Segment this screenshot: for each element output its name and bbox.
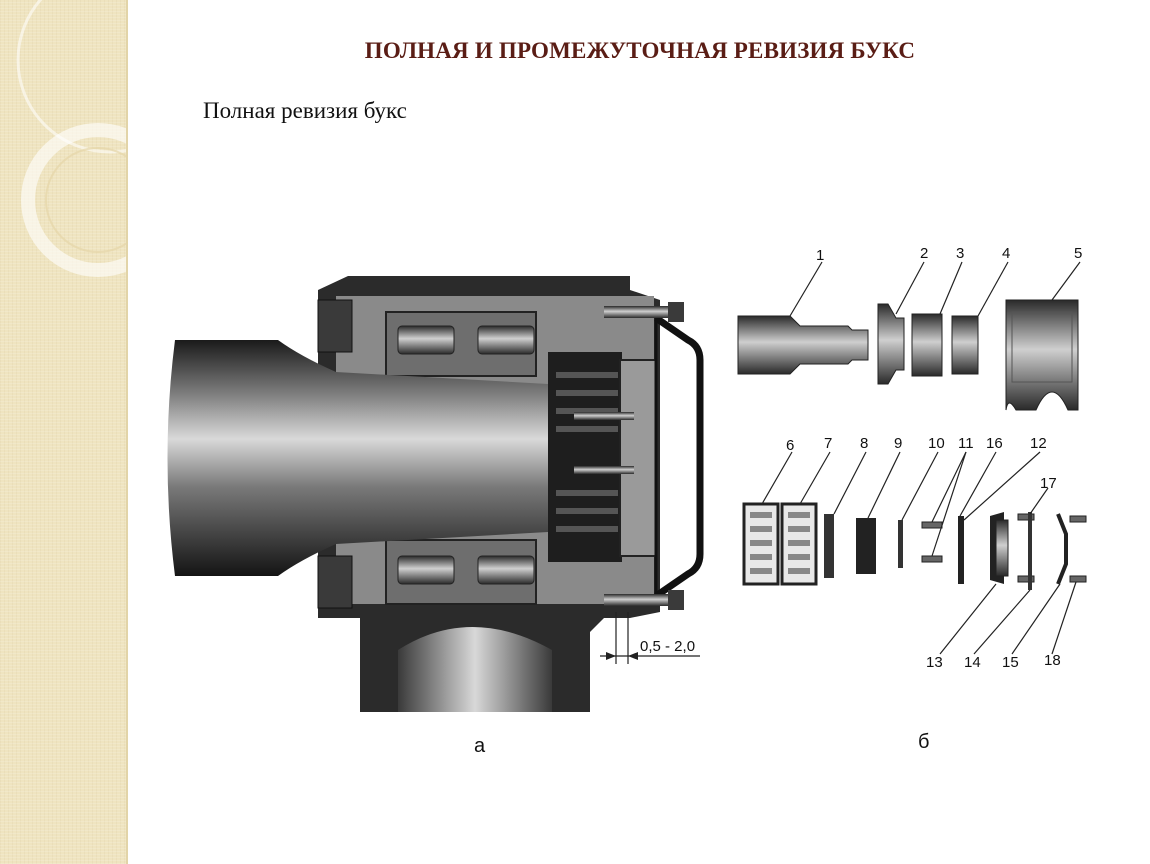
page-title: ПОЛНАЯ И ПРОМЕЖУТОЧНАЯ РЕВИЗИЯ БУКС — [364, 38, 916, 63]
roller-bottom-2 — [477, 555, 535, 585]
end-plate — [619, 359, 657, 557]
roller-top-1 — [397, 325, 455, 355]
part-3-ring — [911, 313, 943, 377]
part-18-bolts — [1069, 515, 1087, 583]
part-number: 7 — [824, 435, 832, 452]
end-plate-bolt-2 — [574, 466, 634, 474]
part-4-ring — [951, 315, 979, 375]
front-cover — [654, 315, 704, 599]
caption-a: а — [474, 735, 486, 757]
caption-b: б — [918, 731, 929, 753]
labyrinth-top — [317, 299, 353, 353]
end-plate-bolt-1 — [574, 412, 634, 420]
part-number: 4 — [1002, 245, 1010, 262]
part-number: 5 — [1074, 245, 1082, 262]
housing-pedestal — [398, 627, 552, 712]
part-number: 11 — [958, 435, 974, 452]
part-number: 13 — [926, 654, 943, 671]
part-7-rollers — [788, 512, 810, 574]
labyrinth-bottom — [317, 555, 353, 609]
leader-lines — [761, 261, 1081, 655]
cover-bolt-bottom — [604, 594, 668, 606]
part-1-journal — [737, 315, 869, 375]
part-number: 1 — [816, 247, 824, 264]
part-number: 18 — [1044, 652, 1061, 669]
part-number: 8 — [860, 435, 868, 452]
part-6-rollers — [750, 512, 772, 574]
roller-top-2 — [477, 325, 535, 355]
part-number: 14 — [964, 654, 981, 671]
part-8-ring — [824, 514, 834, 578]
dim-arrow-left — [606, 652, 616, 660]
part-number: 10 — [928, 435, 945, 452]
part-number: 12 — [1030, 435, 1047, 452]
part-number: 17 — [1040, 475, 1057, 492]
nut-thread — [556, 372, 618, 532]
part-number: 3 — [956, 245, 964, 262]
part-9-nut — [856, 518, 876, 574]
cover-bolt-top — [604, 306, 668, 318]
dim-arrow-right — [628, 652, 638, 660]
part-10-washer — [898, 520, 903, 568]
cover-bolt-head-bottom — [668, 590, 684, 610]
decorative-rings — [16, 0, 128, 277]
part-number: 15 — [1002, 654, 1019, 671]
roller-bottom-1 — [397, 555, 455, 585]
clearance-label: 0,5 - 2,0 — [640, 638, 695, 655]
part-15-lid — [1056, 513, 1068, 585]
part-12-plate — [958, 516, 964, 584]
page-subtitle: Полная ревизия букс — [203, 98, 407, 123]
part-5-housing-inner — [1011, 311, 1073, 383]
sidebar-edge — [126, 0, 128, 864]
part-14-gasket — [1028, 512, 1032, 590]
part-17-bolts — [1017, 513, 1035, 583]
part-number: 9 — [894, 435, 902, 452]
part-2-ring — [877, 303, 905, 385]
axle-shaft — [167, 340, 548, 576]
exploded-view-b: 1 2 3 4 5 6 7 8 9 10 11 16 12 17 13 14 1… — [737, 245, 1087, 671]
decorative-sidebar — [0, 0, 128, 864]
part-5-housing — [1005, 299, 1079, 411]
part-number: 6 — [786, 437, 794, 454]
cover-bolt-head-top — [668, 302, 684, 322]
part-number: 2 — [920, 245, 928, 262]
part-13-body — [995, 519, 1009, 577]
section-view-a: 0,5 - 2,0 — [167, 276, 704, 712]
part-number: 16 — [986, 435, 1003, 452]
